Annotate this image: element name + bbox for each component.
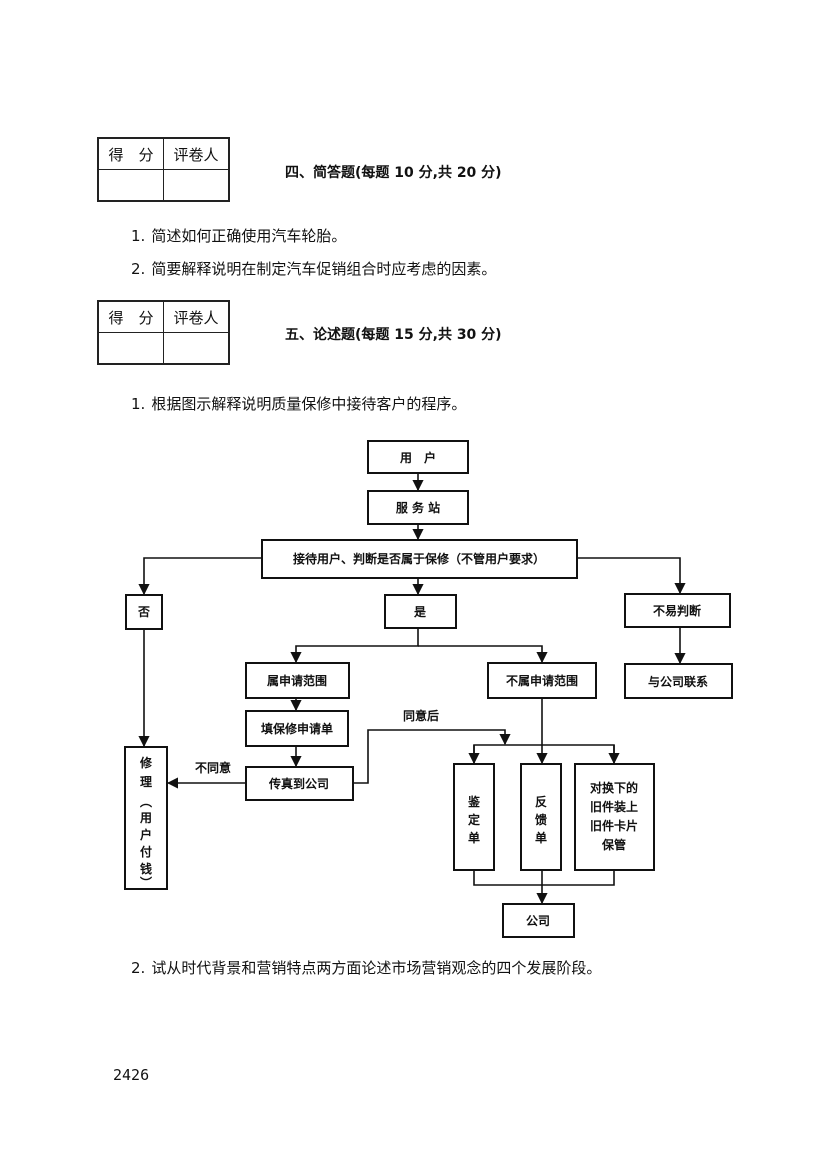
score-cell[interactable] — [97, 332, 164, 365]
section4-question-2: 2. 简要解释说明在制定汽车促销组合时应考虑的因素。 — [131, 258, 496, 279]
repair-char: 钱 — [140, 861, 152, 876]
node-user: 用 户 — [367, 440, 469, 474]
old-parts-line: 对换下的 — [590, 780, 638, 795]
node-fax-company-label: 传真到公司 — [268, 776, 329, 791]
section5-question-1: 1. 根据图示解释说明质量保修中接待客户的程序。 — [131, 393, 466, 414]
grader-cell[interactable] — [163, 332, 230, 365]
node-no: 否 — [125, 594, 163, 630]
question-number: 2. — [131, 260, 146, 278]
node-service-station: 服 务 站 — [367, 490, 469, 525]
appraisal-char: 单 — [468, 830, 480, 845]
node-yes-label: 是 — [413, 605, 427, 619]
node-fill-form-label: 填保修申请单 — [261, 721, 333, 736]
node-repair: 修 理 ︵ 用 户 付 钱 ︶ — [124, 746, 168, 890]
node-company-label: 公司 — [526, 914, 550, 928]
node-hard-to-judge-label: 不易判断 — [653, 603, 701, 618]
question-number: 1. — [131, 395, 146, 413]
page-number: 2426 — [113, 1066, 150, 1084]
old-parts-line: 保管 — [601, 837, 626, 852]
node-contact-company-label: 与公司联系 — [648, 674, 708, 689]
question-number: 1. — [131, 227, 146, 245]
flowchart-connectors — [138, 473, 686, 905]
grader-label: 评卷人 — [163, 300, 230, 333]
edge-label-disagree: 不同意 — [195, 760, 231, 775]
question-text: 简述如何正确使用汽车轮胎。 — [151, 227, 347, 245]
question-text: 根据图示解释说明质量保修中接待客户的程序。 — [151, 395, 467, 413]
node-outside-scope: 不属申请范围 — [487, 662, 597, 699]
section4-question-1: 1. 简述如何正确使用汽车轮胎。 — [131, 225, 346, 246]
node-fill-form: 填保修申请单 — [245, 710, 349, 747]
repair-char: 用 — [139, 811, 152, 825]
node-within-scope: 属申请范围 — [245, 662, 350, 699]
score-table-section4: 得 分 评卷人 — [97, 137, 230, 202]
node-fax-company: 传真到公司 — [245, 766, 354, 801]
node-service-station-label: 服 务 站 — [396, 500, 440, 515]
node-appraisal: 鉴 定 单 — [453, 763, 495, 871]
node-within-scope-label: 属申请范围 — [267, 673, 327, 688]
node-reception: 接待用户、判断是否属于保修（不管用户要求） — [261, 539, 578, 579]
node-contact-company: 与公司联系 — [624, 663, 733, 699]
node-reception-label: 接待用户、判断是否属于保修（不管用户要求） — [293, 551, 545, 566]
repair-char: 修 — [139, 755, 153, 770]
feedback-char: 单 — [535, 830, 547, 845]
score-table-section5: 得 分 评卷人 — [97, 300, 230, 365]
repair-char: 理 — [140, 775, 152, 789]
node-old-parts: 对换下的 旧件装上 旧件卡片 保管 — [574, 763, 655, 871]
node-outside-scope-label: 不属申请范围 — [506, 673, 578, 688]
grader-label: 评卷人 — [163, 137, 230, 170]
edge-label-after-agree: 同意后 — [403, 708, 439, 723]
section4-title: 四、简答题(每题 10 分,共 20 分) — [285, 165, 502, 181]
feedback-char: 反 — [535, 794, 547, 809]
old-parts-line: 旧件装上 — [590, 799, 638, 814]
question-text: 简要解释说明在制定汽车促销组合时应考虑的因素。 — [151, 260, 497, 278]
node-hard-to-judge: 不易判断 — [624, 593, 731, 628]
repair-char: 户 — [140, 827, 152, 842]
node-feedback: 反 馈 单 — [520, 763, 562, 871]
old-parts-line: 旧件卡片 — [590, 818, 638, 833]
appraisal-char: 定 — [468, 812, 480, 827]
question-number: 2. — [131, 959, 146, 977]
grader-cell[interactable] — [163, 169, 230, 202]
feedback-char: 馈 — [535, 812, 547, 827]
repair-char: ︶ — [139, 875, 153, 890]
node-company: 公司 — [502, 903, 575, 938]
repair-char: 付 — [140, 844, 152, 859]
repair-char: ︵ — [139, 795, 153, 809]
section5-question-2: 2. 试从时代背景和营销特点两方面论述市场营销观念的四个发展阶段。 — [131, 957, 601, 978]
node-yes: 是 — [384, 594, 457, 629]
section5-title: 五、论述题(每题 15 分,共 30 分) — [285, 327, 502, 343]
question-text: 试从时代背景和营销特点两方面论述市场营销观念的四个发展阶段。 — [151, 959, 602, 977]
node-user-label: 用 户 — [399, 450, 436, 465]
appraisal-char: 鉴 — [467, 794, 481, 809]
node-no-label: 否 — [137, 605, 150, 619]
